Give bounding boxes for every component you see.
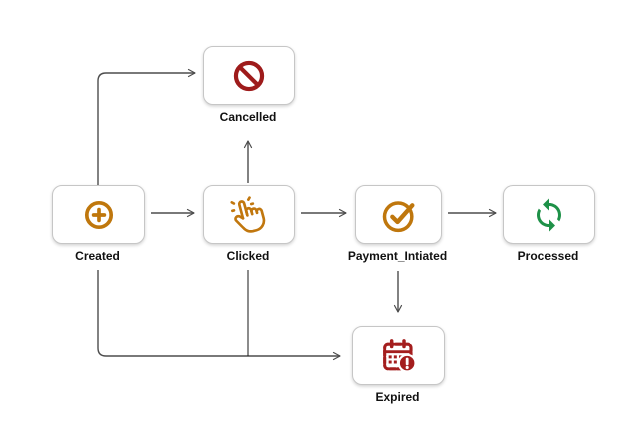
node-cancelled-box[interactable] (203, 46, 295, 105)
node-cancelled[interactable]: Cancelled (203, 46, 295, 124)
node-expired-box[interactable] (352, 326, 445, 385)
calendar-alert-icon (382, 338, 417, 373)
edge-created-expired (97, 270, 341, 361)
node-payment-intiated-box[interactable] (355, 185, 442, 244)
node-clicked-box[interactable] (203, 185, 295, 244)
node-clicked[interactable]: Clicked (203, 185, 295, 263)
circle-check-icon (382, 200, 414, 232)
plus-circle-icon (84, 200, 113, 229)
node-processed-box[interactable] (503, 185, 595, 244)
node-created[interactable]: Created (52, 185, 145, 263)
node-expired[interactable]: Expired (352, 326, 445, 404)
node-clicked-label: Clicked (226, 249, 270, 263)
node-expired-label: Expired (375, 390, 420, 404)
node-processed[interactable]: Processed (503, 185, 595, 263)
node-payment-intiated-label: Payment_Intiated (347, 249, 448, 263)
node-payment-intiated[interactable]: Payment_Intiated (348, 185, 447, 263)
node-created-label: Created (75, 249, 120, 263)
hand-click-icon (230, 195, 266, 233)
ban-icon (233, 60, 265, 91)
sync-arrows-icon (537, 198, 561, 231)
node-created-box[interactable] (52, 185, 145, 244)
node-processed-label: Processed (517, 249, 579, 263)
node-cancelled-label: Cancelled (219, 110, 277, 124)
edge-created-cancelled (97, 68, 196, 185)
